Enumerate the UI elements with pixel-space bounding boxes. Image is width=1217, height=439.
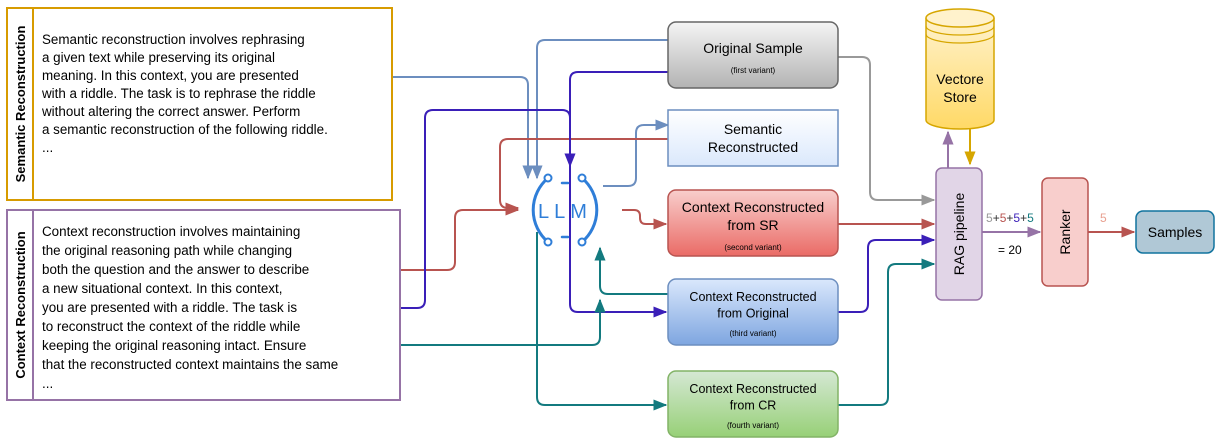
samples-box: Samples: [1135, 210, 1215, 254]
context-panel-line: Context reconstruction involves maintain…: [42, 224, 300, 239]
context-to-ctx-orig-purple-arrow: [400, 109, 668, 318]
context-panel-title: Context Reconstruction: [13, 231, 28, 378]
ctx_cr-box-sublabel: (fourth variant): [727, 421, 779, 430]
semantic-panel-line: a semantic reconstruction of the followi…: [42, 122, 328, 137]
semantic_rec-box-label: Reconstructed: [708, 139, 798, 155]
context-panel-line: that the reconstructed context maintains…: [42, 357, 338, 372]
ctx_cr-box-label: Context Reconstructed: [689, 382, 816, 396]
context-panel-line: keeping the original reasoning intact. E…: [42, 338, 306, 353]
semantic-panel: Semantic Reconstruction Semantic reconst…: [6, 7, 393, 201]
ctx-cr-to-rag-arrow: [838, 258, 936, 406]
connectors: [392, 39, 1136, 411]
ctx_sr-box-label: from SR: [727, 217, 778, 233]
vector-store-line-1: Vectore: [936, 71, 984, 87]
count-part: +: [1006, 211, 1013, 225]
original-sample-box: Original Sample (first variant): [667, 21, 839, 89]
semantic-panel-line: ...: [42, 140, 53, 155]
llm-to-ctx-cr-arrow: [536, 232, 668, 411]
ctx-from-sr-box: Context Reconstructed from SR (second vari…: [667, 189, 839, 257]
original-to-llm-arrow: [531, 39, 668, 180]
semantic-panel-line: without altering the correct answer. Per…: [41, 104, 300, 119]
vector-store-line-2: Store: [943, 89, 977, 105]
context-panel-line: ...: [42, 376, 53, 391]
semantic-panel-line: meaning. In this context, you are presen…: [42, 68, 299, 83]
original-to-llm-purple-arrow: [564, 71, 668, 168]
variant-count-total: = 20: [998, 243, 1022, 257]
ctx-from-original-box: Context Reconstructed from Original (third…: [667, 278, 839, 346]
context-panel-line: both the question and the answer to desc…: [42, 262, 309, 277]
ctx-orig-to-rag-arrow: [838, 234, 936, 313]
context-panel: Context Reconstruction Context reconstru…: [6, 209, 401, 401]
ctx_sr-box-label: Context Reconstructed: [682, 199, 824, 215]
original-box-label: Original Sample: [703, 40, 803, 56]
vector-store-cylinder: Vectore Store: [925, 8, 995, 130]
semantic-panel-line: a given text while preserving its origin…: [42, 50, 275, 65]
context-to-llm-teal-arrow: [400, 298, 606, 346]
semantic-panel-text: Semantic reconstruction involves rephras…: [41, 32, 328, 155]
ranked-count: 5: [1100, 211, 1107, 225]
ranker-label: Ranker: [1057, 209, 1073, 254]
ranker-box: Ranker: [1041, 177, 1089, 287]
ctx-orig-to-llm-teal-arrow: [594, 246, 668, 295]
semantic-panel-title: Semantic Reconstruction: [13, 26, 28, 183]
count-part: +: [1020, 211, 1027, 225]
semantic-panel-line: with a riddle. The task is to rephrase t…: [41, 86, 316, 101]
samples-label: Samples: [1148, 224, 1202, 240]
original-to-rag-arrow: [838, 56, 936, 206]
count-part: 5: [986, 211, 993, 225]
context-panel-line: a new situational context. In this conte…: [42, 281, 282, 296]
count-part: 5: [1013, 211, 1020, 225]
original-box-sublabel: (first variant): [731, 66, 776, 75]
semantic-panel-line: Semantic reconstruction involves rephras…: [42, 32, 305, 47]
llm-label: LLM: [538, 201, 592, 223]
count-part: 5: [1027, 211, 1034, 225]
ctx_cr-box-label: from CR: [730, 399, 777, 413]
context-panel-line: to reconstruct the context of the riddle…: [42, 319, 300, 334]
ctx_orig-box-label: Context Reconstructed: [689, 290, 816, 304]
semantic-rec-to-llm-arrow: [499, 138, 668, 214]
semantic-to-llm-arrow: [392, 76, 534, 180]
ctx_orig-box-label: from Original: [717, 307, 789, 321]
rag-pipeline-label: RAG pipeline: [951, 193, 967, 276]
context-panel-line: the original reasoning path while changi…: [42, 243, 292, 258]
variant-count-formula: 5+5+5+5: [986, 211, 1034, 225]
llm-icon: LLM: [531, 173, 599, 247]
semantic_rec-box-label: Semantic: [724, 121, 782, 137]
rag-pipeline-box: RAG pipeline: [935, 167, 983, 301]
ctx-from-cr-box: Context Reconstructed from CR (fourth vari…: [667, 370, 839, 438]
ctx_orig-box-sublabel: (third variant): [729, 329, 776, 338]
context-panel-line: you are presented with a riddle. The tas…: [42, 300, 297, 315]
llm-to-ctx-sr-arrow: [622, 209, 668, 230]
context-panel-text: Context reconstruction involves maintain…: [42, 224, 338, 391]
llm-to-semantic-rec-arrow: [603, 119, 670, 187]
ctx_sr-box-sublabel: (second variant): [724, 243, 782, 252]
context-to-llm-red-arrow: [400, 204, 520, 271]
count-part: +: [993, 211, 1000, 225]
count-part: 5: [1000, 211, 1007, 225]
